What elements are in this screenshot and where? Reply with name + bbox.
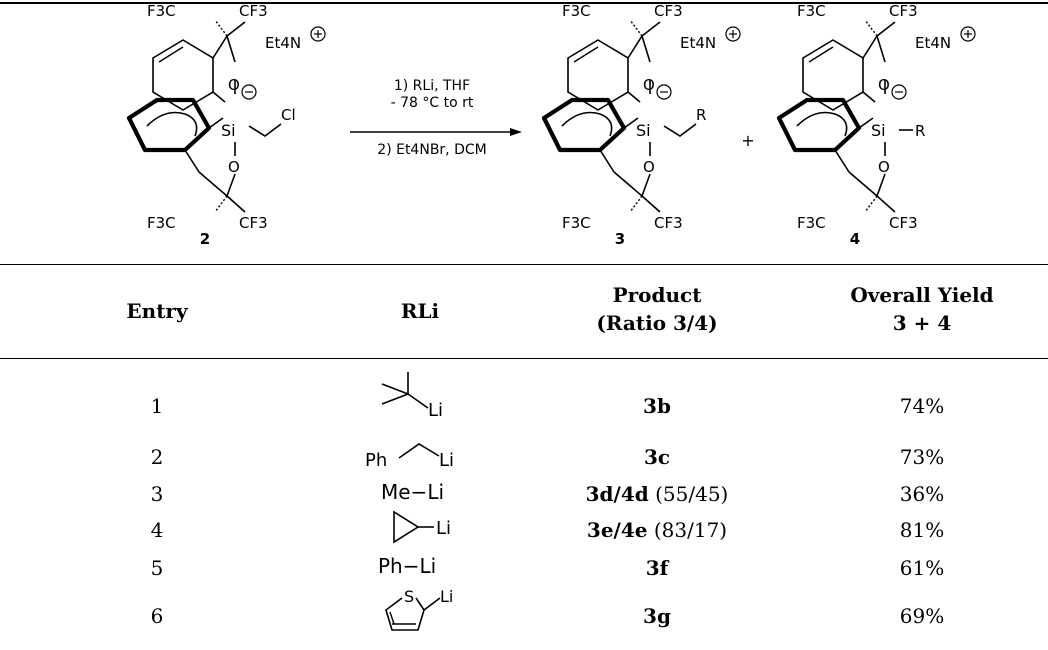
cation-label: Et4N xyxy=(265,34,301,52)
compound-label-3: 3 xyxy=(615,230,625,248)
svg-text:Si: Si xyxy=(871,121,886,140)
entry-cell: 4 xyxy=(150,518,164,542)
svg-text:F3C: F3C xyxy=(562,214,591,232)
f3c-label: F3C xyxy=(147,4,176,20)
svg-text:CF3: CF3 xyxy=(889,214,918,232)
header-product-ratio: (Ratio 3/4) xyxy=(596,311,718,335)
lithium-label: Li xyxy=(440,587,453,606)
product-compounds: 3e/4e xyxy=(586,518,648,542)
yield-cell: 61% xyxy=(899,556,945,580)
product-cell: 3g xyxy=(643,604,671,628)
svg-text:O: O xyxy=(643,76,655,94)
svg-text:CF3: CF3 xyxy=(889,4,918,20)
chlorine-label: Cl xyxy=(281,106,296,124)
phenyl-label: Ph xyxy=(365,450,387,471)
svg-text:Et4N: Et4N xyxy=(680,34,716,52)
header-entry: Entry xyxy=(126,299,188,323)
rli-phenyl-formula: Ph−Li xyxy=(378,554,437,578)
entry-cell: 1 xyxy=(150,394,164,418)
oxygen-label: O xyxy=(228,76,240,94)
top-rule xyxy=(0,2,1048,4)
header-product: Product xyxy=(612,283,702,307)
lithium-label: Li xyxy=(439,450,454,471)
compound-4-structure: F3C CF3 O Si O F3C CF3 R Et4N 4 xyxy=(779,4,976,248)
entry-cell: 3 xyxy=(150,482,164,506)
reaction-scheme: F3C CF3 O Si O F3C CF3 Cl Et4N 2 1) RLi,… xyxy=(0,4,976,248)
product-ratio: (55/45) xyxy=(655,482,729,506)
oxygen-label: O xyxy=(228,158,240,176)
rli-benzyl-structure: Ph Li xyxy=(365,443,454,471)
svg-text:O: O xyxy=(878,76,890,94)
condition-line-1: 1) RLi, THF xyxy=(394,78,470,94)
sulfur-label: S xyxy=(404,587,414,606)
cf3-label: CF3 xyxy=(239,4,268,20)
lithium-label: Li xyxy=(428,400,443,420)
product-cell: 3d/4d (55/45) xyxy=(586,482,729,506)
lithium-label: Li xyxy=(436,518,451,539)
svg-text:Si: Si xyxy=(636,121,651,140)
header-yield-sum: 3 + 4 xyxy=(892,311,952,335)
product-cell: 3c xyxy=(643,445,671,469)
yield-cell: 81% xyxy=(899,518,945,542)
rli-cyclopropyl-structure: Li xyxy=(393,510,451,544)
product-cell: 3b xyxy=(643,394,671,418)
reaction-arrow xyxy=(350,128,522,136)
compound-3-structure: F3C CF3 O Si O F3C CF3 R Et4N 3 xyxy=(544,4,741,248)
r-group-label: R xyxy=(915,122,925,140)
svg-text:O: O xyxy=(643,158,655,176)
compound-2-structure: F3C CF3 O Si O F3C CF3 Cl Et4N 2 xyxy=(129,4,326,248)
cf3-label: CF3 xyxy=(239,214,268,232)
entry-cell: 6 xyxy=(150,604,164,628)
r-group-label: R xyxy=(696,106,706,124)
compound-label-2: 2 xyxy=(200,230,210,248)
yield-cell: 74% xyxy=(899,394,945,418)
header-yield: Overall Yield xyxy=(850,283,994,307)
svg-text:CF3: CF3 xyxy=(654,4,683,20)
header-rule xyxy=(0,358,1048,359)
entry-cell: 2 xyxy=(150,445,164,469)
scheme-divider xyxy=(0,264,1048,265)
condition-line-2: - 78 °C to rt xyxy=(391,95,474,111)
header-rli: RLi xyxy=(400,299,440,323)
svg-text:F3C: F3C xyxy=(562,4,591,20)
svg-text:F3C: F3C xyxy=(797,214,826,232)
svg-text:CF3: CF3 xyxy=(654,214,683,232)
yield-cell: 36% xyxy=(899,482,945,506)
compound-label-4: 4 xyxy=(850,230,860,248)
rli-methyl-formula: Me−Li xyxy=(381,480,445,504)
f3c-label: F3C xyxy=(147,214,176,232)
yield-cell: 69% xyxy=(899,604,945,628)
product-compounds: 3d/4d xyxy=(585,482,649,506)
svg-text:O: O xyxy=(878,158,890,176)
product-ratio: (83/17) xyxy=(653,518,728,542)
product-cell: 3f xyxy=(645,556,669,580)
entry-cell: 5 xyxy=(150,556,164,580)
yield-cell: 73% xyxy=(899,445,945,469)
product-cell: 3e/4e (83/17) xyxy=(587,518,727,542)
rli-tert-butyl-structure: Li xyxy=(381,372,443,420)
rli-thienyl-structure: S Li xyxy=(385,587,453,631)
svg-text:Et4N: Et4N xyxy=(915,34,951,52)
condition-line-3: 2) Et4NBr, DCM xyxy=(377,142,486,158)
silicon-label: Si xyxy=(221,121,236,140)
plus-sign: + xyxy=(741,131,754,150)
svg-text:F3C: F3C xyxy=(797,4,826,20)
